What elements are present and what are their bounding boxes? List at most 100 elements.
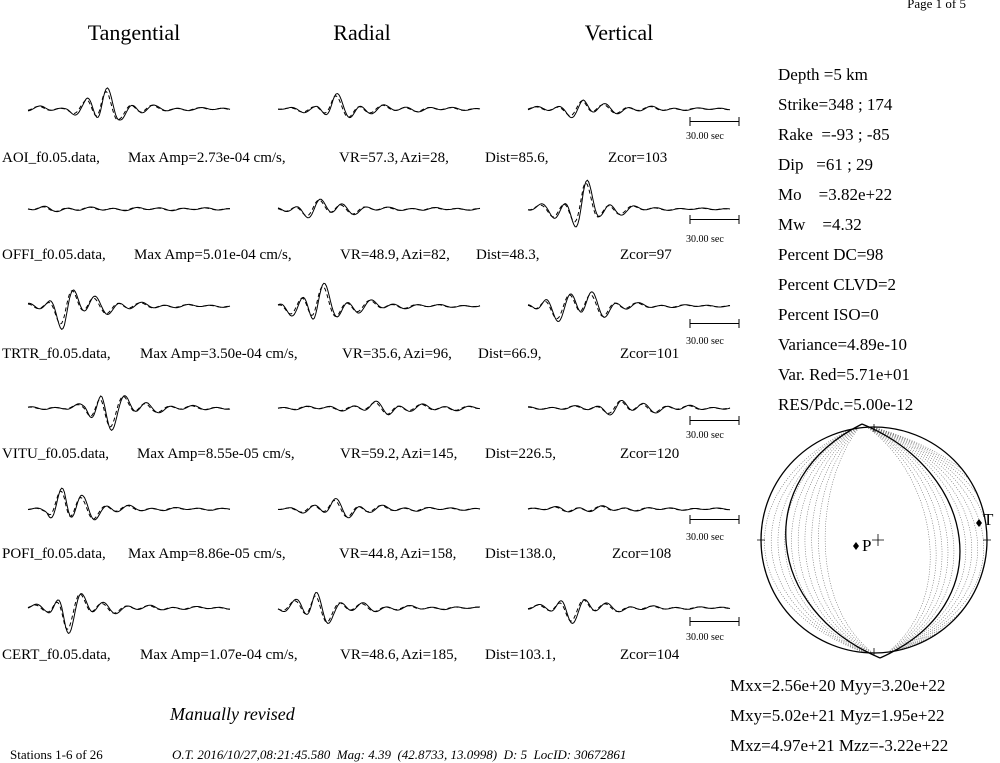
- page-label: Page 1 of 5: [907, 0, 966, 11]
- beachball-shading-line: [811, 427, 881, 653]
- footer-stations: Stations 1-6 of 26: [10, 747, 103, 762]
- param-depth: Depth =5 km: [778, 65, 868, 84]
- synthetic-waveform: [27, 206, 230, 212]
- vr-value: VR=48.6,: [340, 647, 399, 663]
- station-name: TRTR_f0.05.data,: [2, 346, 111, 362]
- beachball-compressional-shading: [764, 427, 987, 653]
- max-amp: Max Amp=1.07e-04 cm/s,: [140, 647, 298, 663]
- synthetic-waveform: [527, 294, 731, 320]
- beachball-shading-line: [861, 427, 987, 653]
- synthetic-waveform: [27, 490, 231, 520]
- beachball-shading-line: [791, 427, 881, 653]
- beachball-shading-line: [861, 427, 955, 653]
- beachball: P T: [757, 423, 994, 659]
- max-amp: Max Amp=5.01e-04 cm/s,: [134, 247, 292, 263]
- synthetic-waveform: [27, 290, 231, 325]
- dist-value: Dist=103.1,: [485, 647, 556, 663]
- scale-bar: 30.00 sec: [686, 515, 740, 543]
- azi-value: Azi=82,: [401, 247, 450, 263]
- synthetic-waveform: [527, 599, 731, 622]
- zcor-value: Zcor=97: [620, 247, 672, 263]
- waveform-traces: [27, 87, 731, 635]
- station-name: POFI_f0.05.data,: [2, 546, 106, 562]
- azi-value: Azi=158,: [400, 546, 456, 562]
- dist-value: Dist=48.3,: [476, 247, 539, 263]
- scale-bar-line: [689, 215, 740, 224]
- scale-label: 30.00 sec: [686, 632, 724, 643]
- param-rake: Rake =-93 ; -85: [778, 125, 890, 144]
- scale-bar-line: [689, 416, 740, 425]
- beachball-shading-line: [784, 427, 881, 653]
- t-axis-marker: [976, 519, 982, 527]
- beachball-shading-line: [861, 427, 949, 653]
- synthetic-waveform: [527, 400, 731, 414]
- scale-bar-line: [689, 117, 740, 126]
- station-row-5: POFI_f0.05.data, Max Amp=8.86e-05 cm/s, …: [2, 546, 671, 562]
- max-amp: Max Amp=2.73e-04 cm/s,: [128, 150, 286, 166]
- station-labels: AOI_f0.05.data, Max Amp=2.73e-04 cm/s, V…: [2, 150, 680, 663]
- param-dip: Dip =61 ; 29: [778, 155, 873, 174]
- synthetic-waveform: [27, 593, 230, 630]
- moment-tensor: Mxx=2.56e+20 Myy=3.20e+22 Mxy=5.02e+21 M…: [730, 676, 948, 755]
- observed-waveform: [27, 487, 231, 521]
- scale-bar-line: [689, 617, 740, 626]
- zcor-value: Zcor=101: [620, 346, 679, 362]
- vr-value: VR=59.2,: [340, 446, 399, 462]
- synthetic-waveform: [278, 95, 481, 118]
- beachball-shading-line: [764, 427, 881, 653]
- azi-value: Azi=145,: [401, 446, 457, 462]
- observed-waveform: [27, 593, 231, 635]
- observed-waveform: [277, 400, 481, 416]
- vr-value: VR=35.6,: [342, 346, 401, 362]
- azi-value: Azi=96,: [403, 346, 452, 362]
- vr-value: VR=48.9,: [340, 247, 399, 263]
- station-row-6: CERT_f0.05.data, Max Amp=1.07e-04 cm/s, …: [2, 647, 680, 663]
- max-amp: Max Amp=8.55e-05 cm/s,: [137, 446, 295, 462]
- synthetic-waveform: [27, 395, 231, 428]
- beachball-shading-line: [861, 427, 984, 653]
- param-strike: Strike=348 ; 174: [778, 95, 893, 114]
- scale-label: 30.00 sec: [686, 234, 724, 245]
- beachball-shading-line: [804, 427, 881, 653]
- scale-bars: 30.00 sec 30.00 sec 30.00 sec 30.00 sec …: [686, 117, 740, 643]
- observed-waveform: [27, 205, 230, 213]
- beachball-shading-line: [861, 427, 943, 653]
- scale-bar: 30.00 sec: [686, 117, 740, 142]
- station-row-3: TRTR_f0.05.data, Max Amp=3.50e-04 cm/s, …: [2, 346, 679, 362]
- moment-tensor-line: Mxz=4.97e+21 Mzz=-3.22e+22: [730, 736, 948, 755]
- zcor-value: Zcor=108: [612, 546, 671, 562]
- param-percent-iso: Percent ISO=0: [778, 305, 879, 324]
- synthetic-waveform: [277, 595, 481, 623]
- param-variance: Variance=4.89e-10: [778, 335, 907, 354]
- beachball-shading-line: [861, 427, 937, 653]
- beachball-nodal-plane: [785, 423, 881, 659]
- synthetic-waveform: [27, 90, 231, 121]
- observed-waveform: [528, 400, 731, 416]
- moment-tensor-line: Mxy=5.02e+21 Myz=1.95e+22: [730, 706, 944, 725]
- synthetic-waveform: [277, 285, 481, 318]
- beachball-shading-line: [818, 427, 881, 653]
- column-titles: Tangential Radial Vertical: [88, 20, 653, 45]
- scale-label: 30.00 sec: [686, 532, 724, 543]
- scale-label: 30.00 sec: [686, 336, 724, 347]
- azi-value: Azi=28,: [400, 150, 449, 166]
- max-amp: Max Amp=3.50e-04 cm/s,: [140, 346, 298, 362]
- scale-bar: 30.00 sec: [686, 319, 740, 347]
- azi-value: Azi=185,: [401, 647, 457, 663]
- station-name: CERT_f0.05.data,: [2, 647, 111, 663]
- scale-bar-line: [689, 319, 740, 328]
- beachball-shading-line: [861, 427, 972, 653]
- station-row-2: OFFI_f0.05.data, Max Amp=5.01e-04 cm/s, …: [2, 247, 672, 263]
- param-mw: Mw =4.32: [778, 215, 862, 234]
- beachball-shading-line: [824, 427, 881, 653]
- zcor-value: Zcor=103: [608, 150, 667, 166]
- synthetic-waveform: [527, 505, 730, 513]
- column-title-vertical: Vertical: [585, 20, 653, 45]
- p-axis-label: P: [862, 536, 871, 555]
- scale-bar: 30.00 sec: [686, 617, 740, 643]
- beachball-shading-line: [861, 427, 987, 653]
- observed-waveform: [27, 289, 231, 330]
- dist-value: Dist=226.5,: [485, 446, 556, 462]
- dist-value: Dist=138.0,: [485, 546, 556, 562]
